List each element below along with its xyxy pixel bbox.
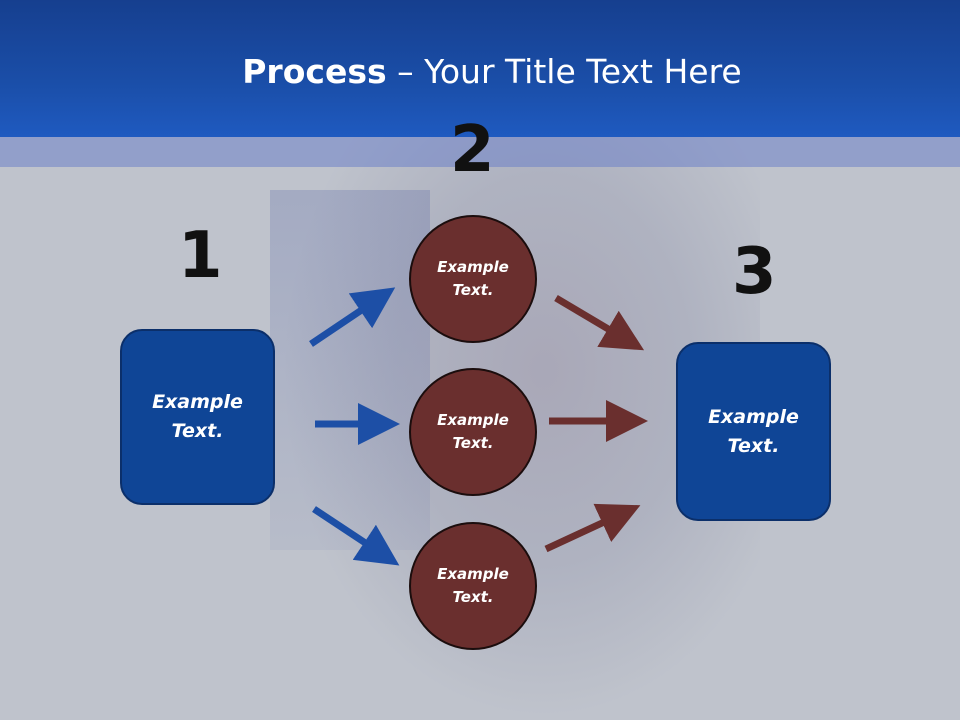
step-number-2: 2	[450, 113, 495, 187]
circle-bottom-line1: Example	[437, 565, 509, 583]
left-box-line1: Example	[152, 391, 243, 413]
circle-bottom-text: Example Text.	[437, 563, 509, 609]
arrow-right-down	[554, 294, 645, 351]
arrow-left-down	[312, 506, 400, 566]
circle-middle-line1: Example	[437, 411, 509, 429]
circle-top-text: Example Text.	[437, 256, 509, 302]
title-bold: Process	[242, 52, 387, 91]
circle-bottom: Example Text.	[409, 522, 537, 650]
right-box: Example Text.	[676, 342, 831, 521]
title-rest: – Your Title Text Here	[386, 52, 742, 91]
right-box-line2: Text.	[727, 434, 780, 457]
circle-top-line2: Text.	[452, 281, 494, 299]
left-box-text: Example Text.	[152, 388, 243, 446]
circle-middle: Example Text.	[409, 368, 537, 496]
step-number-3: 3	[732, 235, 777, 309]
header-bar	[0, 0, 960, 137]
background-photo-wall	[270, 190, 430, 550]
circle-top: Example Text.	[409, 215, 537, 343]
right-box-line1: Example	[708, 405, 799, 428]
circle-middle-line2: Text.	[452, 434, 494, 452]
right-box-text: Example Text.	[708, 403, 799, 461]
left-box: Example Text.	[120, 329, 275, 505]
step-number-1: 1	[178, 219, 223, 293]
circle-top-line1: Example	[437, 258, 509, 276]
circle-bottom-line2: Text.	[452, 588, 494, 606]
circle-middle-text: Example Text.	[437, 409, 509, 455]
arrow-left-up	[309, 287, 396, 347]
header-band	[0, 137, 960, 167]
slide-title: Process – Your Title Text Here	[0, 52, 960, 91]
arrow-right-up	[544, 503, 641, 553]
left-box-line2: Text.	[171, 420, 224, 442]
